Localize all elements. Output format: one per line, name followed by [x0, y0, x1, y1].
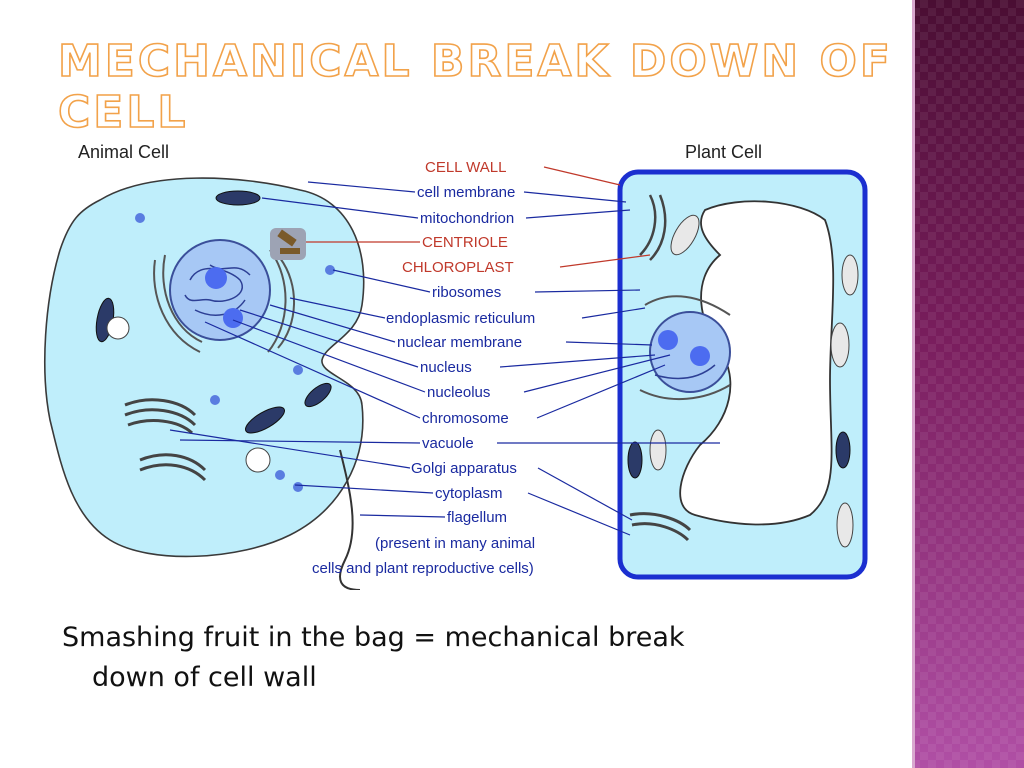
label-nucleus: nucleus: [420, 359, 472, 376]
label-nuclear-membrane: nuclear membrane: [397, 334, 522, 351]
label-flagellum: flagellum: [447, 509, 507, 526]
label-cell-membrane: cell membrane: [417, 184, 515, 201]
decorative-side-band: [912, 0, 1024, 768]
animal-cell-body: [43, 177, 365, 558]
body-text: Smashing fruit in the bag = mechanical b…: [62, 618, 862, 698]
label-note-line2: cells and plant reproductive cells): [312, 560, 534, 577]
mitochondrion-icon: [215, 190, 261, 206]
label-ribosomes: ribosomes: [432, 284, 501, 301]
label-golgi-apparatus: Golgi apparatus: [411, 460, 517, 477]
plant-cell-title: Plant Cell: [685, 142, 762, 162]
animal-nucleolus: [205, 267, 227, 289]
label-cytoplasm: cytoplasm: [435, 485, 503, 502]
label-mitochondrion: mitochondrion: [420, 210, 514, 227]
label-nucleolus: nucleolus: [427, 384, 490, 401]
label-cell-wall: CELL WALL: [425, 159, 506, 176]
label-note-line1: (present in many animal: [375, 535, 535, 552]
animal-nucleus: [169, 239, 271, 341]
label-centriole: CENTRIOLE: [422, 234, 508, 251]
animal-cell-title: Animal Cell: [78, 142, 169, 162]
label-vacuole: vacuole: [422, 435, 474, 452]
body-text-line1: Smashing fruit in the bag = mechanical b…: [62, 622, 685, 653]
cell-diagram: Animal Cell Plant Cell: [40, 130, 880, 590]
body-text-line2: down of cell wall: [92, 662, 317, 693]
label-chromosome: chromosome: [422, 410, 509, 427]
plant-central-vacuole: [679, 200, 835, 526]
slide-title: MECHANICAL BREAK DOWN OF CELL: [57, 35, 893, 139]
label-chloroplast: CHLOROPLAST: [402, 259, 514, 276]
label-endoplasmic-reticulum: endoplasmic reticulum: [386, 310, 535, 327]
